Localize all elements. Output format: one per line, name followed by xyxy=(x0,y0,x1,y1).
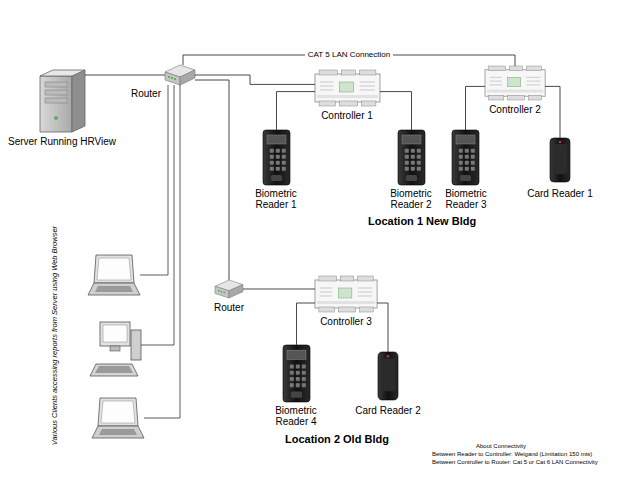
lan-connector xyxy=(243,289,315,290)
lan-connector xyxy=(377,303,388,352)
router-node: Router xyxy=(215,280,243,298)
connectivity-note: Between Controller to Router: Cat 5 or C… xyxy=(432,459,598,466)
lan-connector xyxy=(545,86,560,138)
clients-note: Various Clients accessing reports from S… xyxy=(51,225,60,444)
node-label: Controller 1 xyxy=(321,110,373,121)
connection-label: CAT 5 LAN Connection xyxy=(305,50,393,60)
node-label: Biometric Reader 1 xyxy=(248,188,304,210)
card-reader: Card Reader 1 xyxy=(550,138,570,182)
node-label: Router xyxy=(131,88,161,99)
location-title: Location 2 Old Bldg xyxy=(285,433,389,446)
connectivity-note: Between Reader to Controller: Weigand (L… xyxy=(432,451,592,458)
lan-connector xyxy=(297,303,316,345)
controller-node: Controller 3 xyxy=(315,276,377,312)
biometric-reader: Biometric Reader 2 xyxy=(398,130,425,185)
node-label: Card Reader 2 xyxy=(355,405,421,416)
node-label: Biometric Reader 3 xyxy=(440,188,492,210)
lan-connector xyxy=(277,92,316,130)
biometric-reader: Biometric Reader 1 xyxy=(263,130,290,185)
node-label: Controller 3 xyxy=(320,316,372,327)
connectivity-note: About Connectivity xyxy=(476,443,526,450)
node-label: Server Running HRView xyxy=(8,136,116,147)
router-node: Router xyxy=(165,65,195,85)
location-title: Location 1 New Bldg xyxy=(368,215,476,228)
lan-connector xyxy=(195,80,229,280)
lan-connector xyxy=(85,75,165,76)
node-label: Biometric Reader 4 xyxy=(268,405,324,427)
node-label: Controller 2 xyxy=(489,104,541,115)
node-label: Card Reader 1 xyxy=(527,188,593,199)
controller-node: Controller 1 xyxy=(315,70,380,106)
biometric-reader: Biometric Reader 3 xyxy=(452,130,479,185)
controller-node: Controller 2 xyxy=(485,66,545,100)
card-reader: Card Reader 2 xyxy=(378,352,398,400)
server-node: Server Running HRView xyxy=(40,70,85,132)
biometric-reader: Biometric Reader 4 xyxy=(283,345,310,402)
lan-connector xyxy=(380,92,412,130)
node-label: Router xyxy=(214,302,244,313)
lan-connector xyxy=(466,86,486,130)
node-label: Biometric Reader 2 xyxy=(385,188,437,210)
